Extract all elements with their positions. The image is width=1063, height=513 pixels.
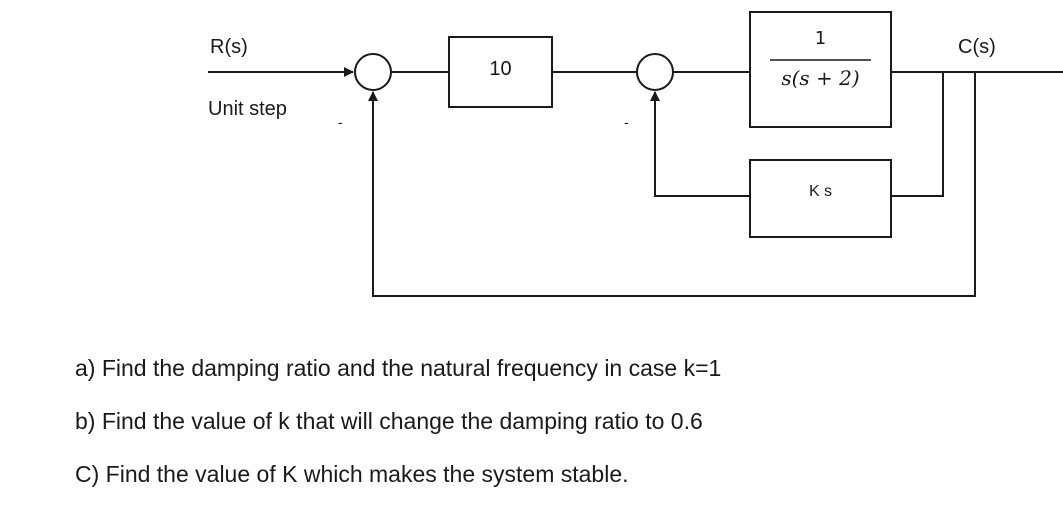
question-c: C) Find the value of K which makes the s… [75, 461, 629, 487]
input-type-label: Unit step [208, 98, 287, 120]
plant-denominator: s(s + 2) [781, 66, 860, 90]
plant-block [749, 11, 892, 128]
feedback-ks-block [749, 159, 892, 238]
question-b: b) Find the value of k that will change … [75, 408, 703, 434]
summing-junction-2 [636, 53, 674, 91]
plant-numerator: 1 [814, 28, 827, 49]
inner-feedback-tap [891, 72, 944, 197]
summer2-minus-sign: - [624, 114, 629, 130]
summing-junction-1 [354, 53, 392, 91]
feedback-ks-label: K s [808, 183, 833, 200]
summer1-minus-sign: - [338, 114, 343, 130]
gain-block-label: 10 [489, 58, 512, 80]
output-label: C(s) [958, 36, 996, 58]
input-label: R(s) [210, 36, 248, 58]
question-a: a) Find the damping ratio and the natura… [75, 355, 722, 381]
block-diagram-lines [208, 11, 1063, 297]
outer-feedback-tap [368, 72, 976, 297]
block-diagram: R(s) Unit step C(s) 10 1 s(s + 2) K s - … [208, 11, 1063, 297]
inner-feedback-return [650, 91, 750, 197]
